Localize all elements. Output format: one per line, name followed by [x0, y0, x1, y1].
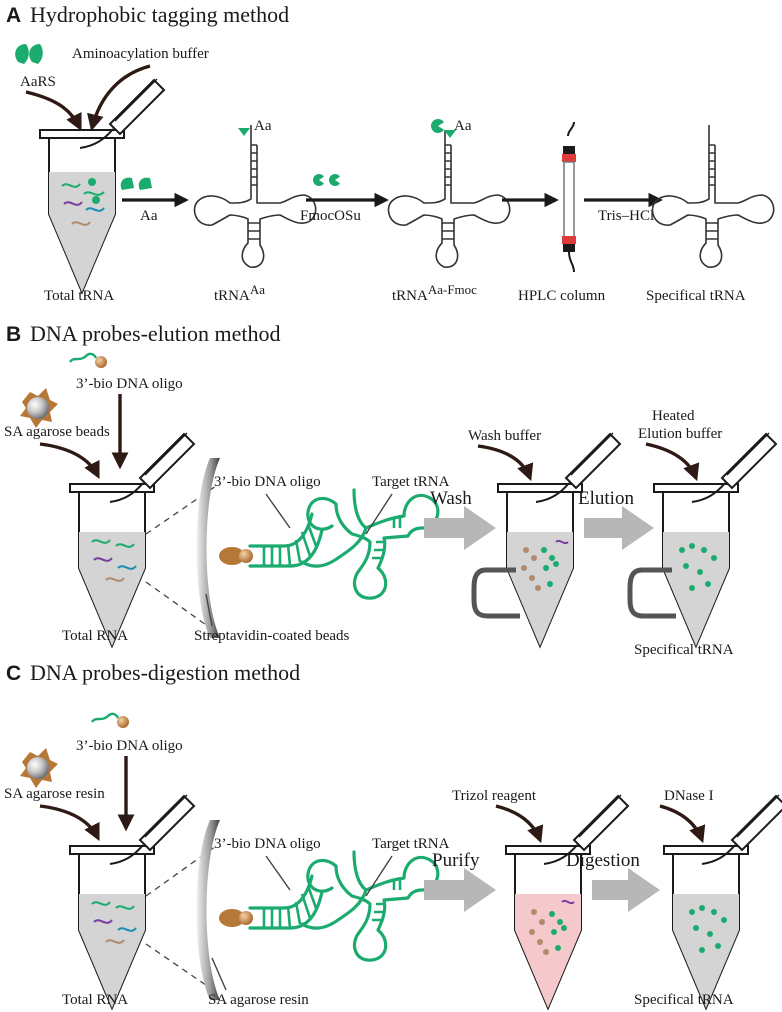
panel-a-result-label: Specifical tRNA — [646, 288, 746, 304]
dnase-label: DNase I — [664, 788, 714, 804]
panel-a: A Hydrophobic tagging method AaRS Aminoa… — [6, 2, 775, 304]
panel-c-step1-label: Purify — [432, 850, 480, 871]
panel-b-total-rna-label: Total RNA — [62, 628, 128, 644]
panel-b-eluate-tube — [653, 483, 739, 647]
total-trna-label: Total tRNA — [44, 288, 114, 304]
panel-c-digestion-arrow — [592, 868, 660, 912]
panel-c-oligo-strand-icon — [91, 712, 120, 723]
zoom-guide-bottom — [145, 581, 217, 633]
panel-b-wash-arrow — [424, 506, 496, 550]
panel-b-elution-arrow — [584, 506, 654, 550]
panel-c-oligo-label: 3’-bio DNA oligo — [76, 738, 183, 754]
panel-c-target-leader — [365, 855, 393, 897]
panel-c: C DNA probes-digestion method 3’-bio DNA… — [4, 660, 782, 1009]
aminoacylation-buffer-label: Aminoacylation buffer — [72, 46, 209, 62]
panel-c-step2-label: Digestion — [566, 850, 640, 871]
panel-c-zoom-biotin-icon — [239, 911, 253, 925]
trna-aa-structure — [193, 124, 317, 269]
panel-b-beads-zoom-label: Streptavidin-coated beads — [194, 628, 350, 644]
panel-b-letter: B — [6, 323, 21, 346]
panel-c-resin-label: SA agarose resin — [4, 786, 105, 802]
panel-c-resin-zoom-label: SA agarose resin — [208, 992, 309, 1008]
trna-aa-fmoc-label: tRNAAa-Fmoc — [392, 282, 477, 304]
panel-b-wash-tube — [497, 483, 583, 647]
panel-b-beads-leader — [205, 593, 213, 627]
fmoc-group-icon — [313, 174, 341, 186]
dnase-arrow — [659, 804, 706, 844]
trizol-arrow — [495, 804, 544, 844]
total-trna-tube — [39, 129, 125, 293]
panel-b-step1-label: Wash — [430, 488, 472, 509]
aars-add-arrow — [25, 90, 82, 132]
wash-buffer-label: Wash buffer — [468, 428, 541, 444]
biotin-icon — [95, 356, 107, 368]
aars-enzyme-icon — [15, 44, 43, 64]
step1-label: Aa — [140, 208, 158, 224]
oligo-strand-icon — [69, 352, 98, 363]
panel-b-target-trna — [300, 488, 440, 600]
trna-aa-fmoc-tag: Aa — [454, 118, 472, 134]
specifical-trna-structure — [651, 124, 775, 269]
panel-a-title: Hydrophobic tagging method — [30, 2, 289, 27]
panel-b-step2-label: Elution — [578, 488, 634, 509]
panel-b-zoom-oligo — [248, 512, 324, 568]
panel-b-result-label: Specifical tRNA — [634, 642, 734, 658]
panel-b-total-rna-tube — [69, 483, 155, 647]
panel-c-total-rna-label: Total RNA — [62, 992, 128, 1008]
hplc-column-icon — [562, 121, 576, 273]
panel-c-result-label: Specifical tRNA — [634, 992, 734, 1008]
hplc-column-label: HPLC column — [518, 288, 606, 304]
panel-b: B DNA probes-elution method 3’-bio DNA o… — [4, 321, 777, 658]
panel-b-beads-label: SA agarose beads — [4, 424, 110, 440]
panel-c-letter: C — [6, 662, 21, 685]
wash-buffer-arrow — [477, 444, 534, 482]
trna-aa-tag: Aa — [254, 118, 272, 134]
buffer-add-arrow — [87, 64, 151, 132]
panel-c-streptavidin-icon — [219, 909, 245, 927]
panel-c-target-trna-label: Target tRNA — [372, 836, 450, 852]
step4-label: Tris–HCl — [598, 208, 654, 224]
step2-label: FmocOSu — [300, 208, 361, 224]
elution-buffer-label: Elution buffer — [638, 426, 722, 442]
aa-tag-icon — [238, 128, 250, 136]
panel-c-digested-tube — [663, 845, 749, 1009]
panel-b-zoom-oligo-label: 3’-bio DNA oligo — [214, 474, 321, 490]
panel-c-oligo-leader — [265, 855, 291, 891]
panel-c-title: DNA probes-digestion method — [30, 660, 300, 685]
panel-b-biotin-icon — [239, 549, 253, 563]
panel-b-target-leader — [365, 493, 393, 535]
panel-c-zoom-guide-bottom — [145, 943, 217, 993]
panel-c-resin-leader — [211, 957, 227, 991]
panel-b-oligo-leader — [265, 493, 291, 529]
panel-c-purify-arrow — [424, 868, 496, 912]
panel-a-letter: A — [6, 4, 21, 27]
panel-c-zoom-oligo — [248, 874, 324, 930]
amino-acid-icon — [120, 177, 152, 190]
panel-c-sa-resin-icon — [20, 748, 58, 788]
panel-c-total-rna-tube — [69, 845, 155, 1009]
trna-aa-fmoc-structure — [387, 124, 511, 269]
streptavidin-icon — [219, 547, 245, 565]
trna-aa-label: tRNAAa — [214, 282, 265, 304]
panel-b-oligo-label: 3’-bio DNA oligo — [76, 376, 183, 392]
aa-fmoc-tag-icon — [431, 119, 456, 138]
panel-b-target-trna-label: Target tRNA — [372, 474, 450, 490]
panel-c-resin-add-arrow — [39, 804, 100, 842]
heated-label: Heated — [652, 408, 695, 424]
sa-bead-icon — [20, 388, 58, 428]
elution-buffer-arrow — [645, 442, 700, 482]
panel-b-beads-add-arrow — [39, 442, 100, 480]
panel-c-biotin-icon — [117, 716, 129, 728]
panel-c-zoom-oligo-label: 3’-bio DNA oligo — [214, 836, 321, 852]
trizol-reagent-label: Trizol reagent — [452, 788, 537, 804]
panel-c-target-trna — [300, 850, 440, 962]
aars-label: AaRS — [20, 74, 56, 90]
panel-b-title: DNA probes-elution method — [30, 321, 281, 346]
panel-c-trizol-tube — [505, 845, 591, 1009]
